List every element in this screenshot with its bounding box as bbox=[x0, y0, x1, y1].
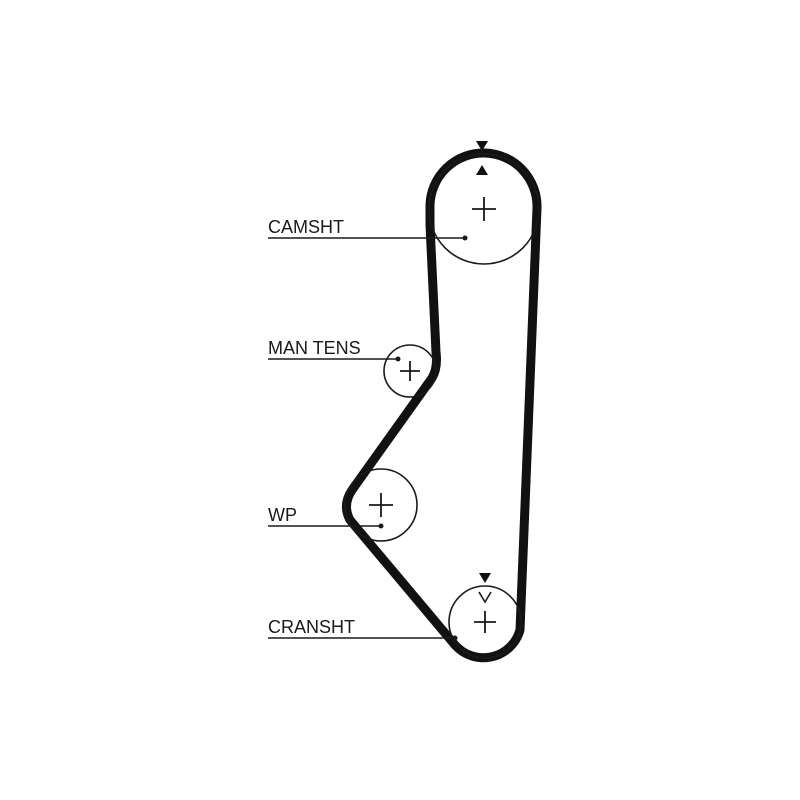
manual-tensioner-pulley bbox=[383, 344, 437, 398]
manual-tensioner-label: MAN TENS bbox=[268, 338, 361, 358]
camshaft-pulley bbox=[428, 153, 540, 265]
camshaft-label: CAMSHT bbox=[268, 217, 344, 237]
timing-belt bbox=[342, 148, 542, 663]
tensioner-center-cross-icon bbox=[400, 361, 420, 381]
camshaft-center-cross-icon bbox=[472, 197, 496, 221]
water-pump-pulley bbox=[344, 468, 418, 542]
crankshaft-center-cross-icon bbox=[474, 611, 496, 633]
crankshaft-timing-mark-lower-icon bbox=[478, 591, 492, 604]
water-pump-label: WP bbox=[268, 505, 297, 525]
crankshaft-timing-mark-upper-icon bbox=[479, 573, 491, 583]
camshaft-timing-mark-upper-icon bbox=[476, 141, 488, 151]
crankshaft-label: CRANSHT bbox=[268, 617, 355, 637]
water-pump-center-cross-icon bbox=[369, 493, 393, 517]
crankshaft-pulley bbox=[448, 585, 522, 659]
camshaft-timing-mark-lower-icon bbox=[476, 165, 488, 175]
